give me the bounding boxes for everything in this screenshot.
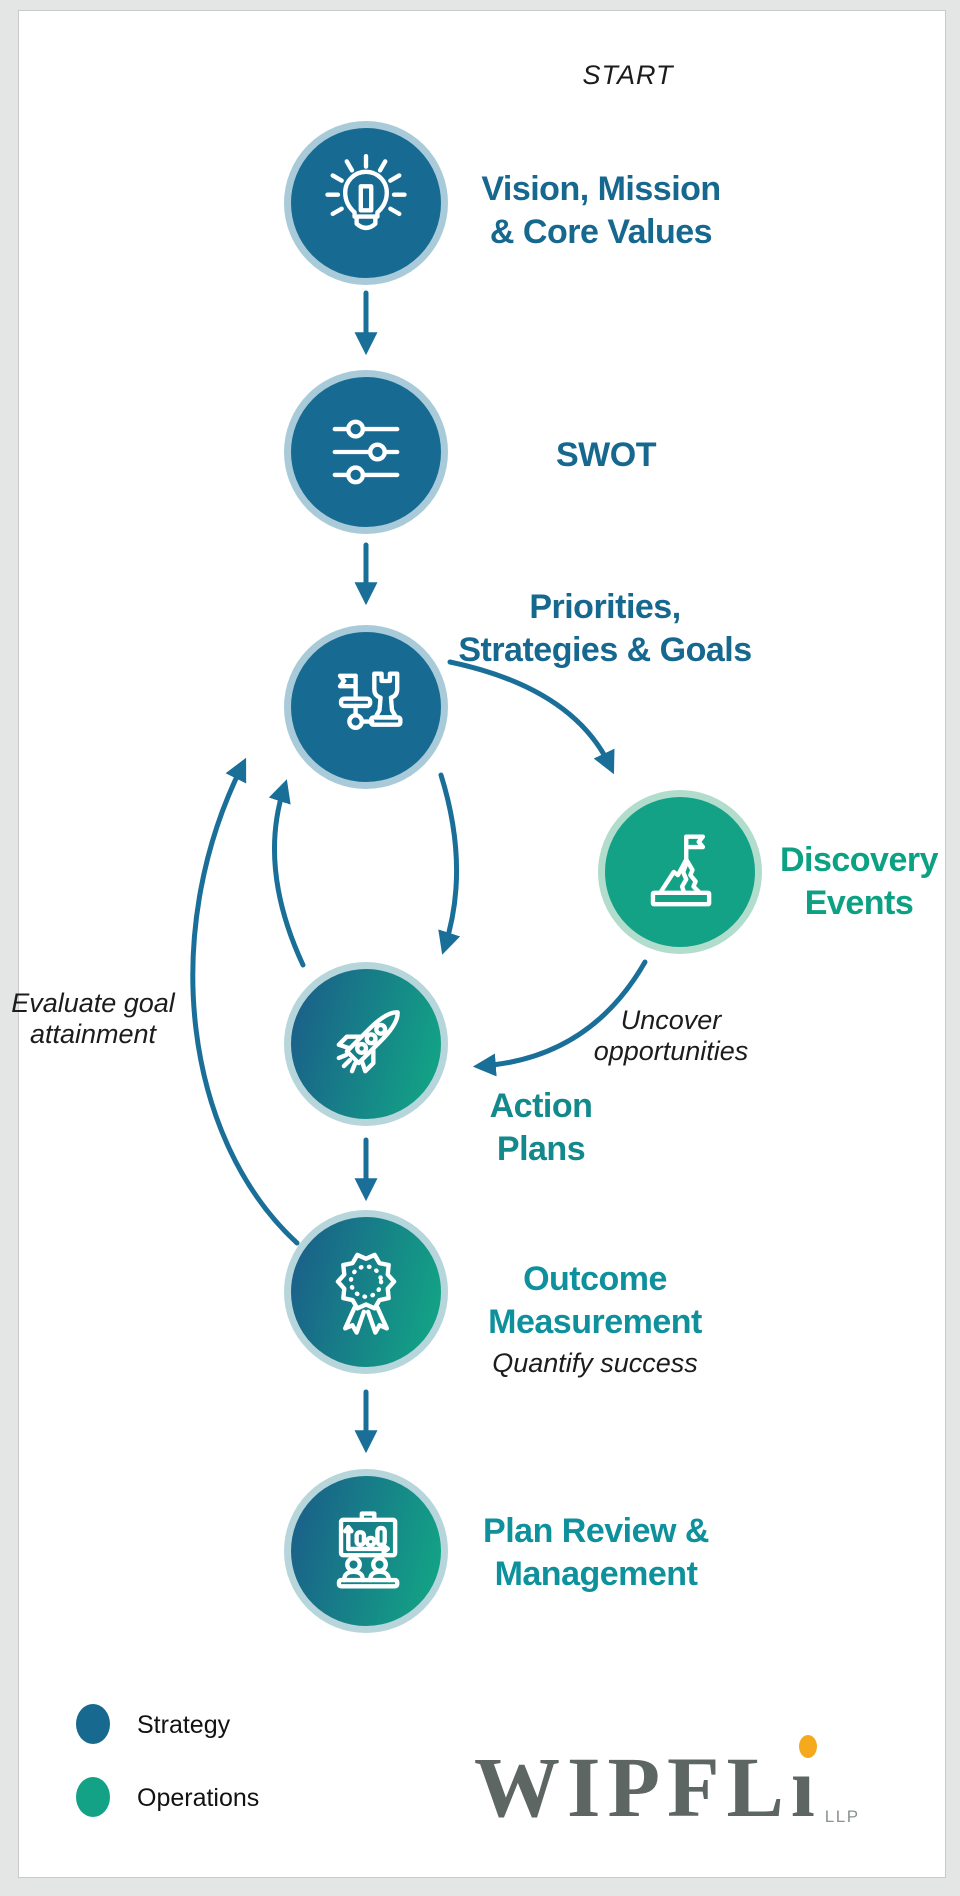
wipfli-logo-text: WIPFLı <box>474 1739 822 1835</box>
legend-operations-label: Operations <box>137 1784 260 1812</box>
vision-label: Vision, Mission & Core Values <box>481 170 721 251</box>
outcome-node <box>284 1210 448 1374</box>
start-label: START <box>582 60 674 90</box>
rocket-icon <box>336 1010 400 1074</box>
legend-operations-dot <box>76 1777 110 1817</box>
presentation-icon <box>336 1511 400 1589</box>
swot-node <box>284 370 448 534</box>
vision-node <box>284 121 448 285</box>
award-ribbon-icon <box>335 1252 397 1335</box>
lightbulb-icon <box>325 154 407 231</box>
priorities-label: Priorities, Strategies & Goals <box>458 588 752 669</box>
legend-strategy-dot <box>76 1704 110 1744</box>
plan-review-label: Plan Review & Management <box>483 1512 709 1593</box>
sliders-icon <box>332 419 400 485</box>
plan-review-node <box>284 1469 448 1633</box>
priorities-node <box>284 625 448 789</box>
chess-strategy-icon <box>337 671 403 730</box>
legend-strategy-label: Strategy <box>137 1711 231 1739</box>
action-plans-node <box>284 962 448 1126</box>
outcome-label: Outcome Measurement <box>488 1260 702 1341</box>
swot-label: SWOT <box>556 436 656 474</box>
mountain-flag-icon <box>650 834 712 907</box>
quantify-success-note: Quantify success <box>492 1348 698 1378</box>
evaluate-goal-note: Evaluate goal attainment <box>11 988 175 1049</box>
canvas-card <box>18 10 946 1878</box>
action-plans-label: Action Plans <box>489 1087 593 1168</box>
wipfli-logo-llp: LLP <box>824 1807 860 1826</box>
discovery-node <box>598 790 762 954</box>
uncover-opportunities-note: Uncover opportunities <box>593 1005 749 1066</box>
discovery-label: Discovery Events <box>779 841 939 922</box>
